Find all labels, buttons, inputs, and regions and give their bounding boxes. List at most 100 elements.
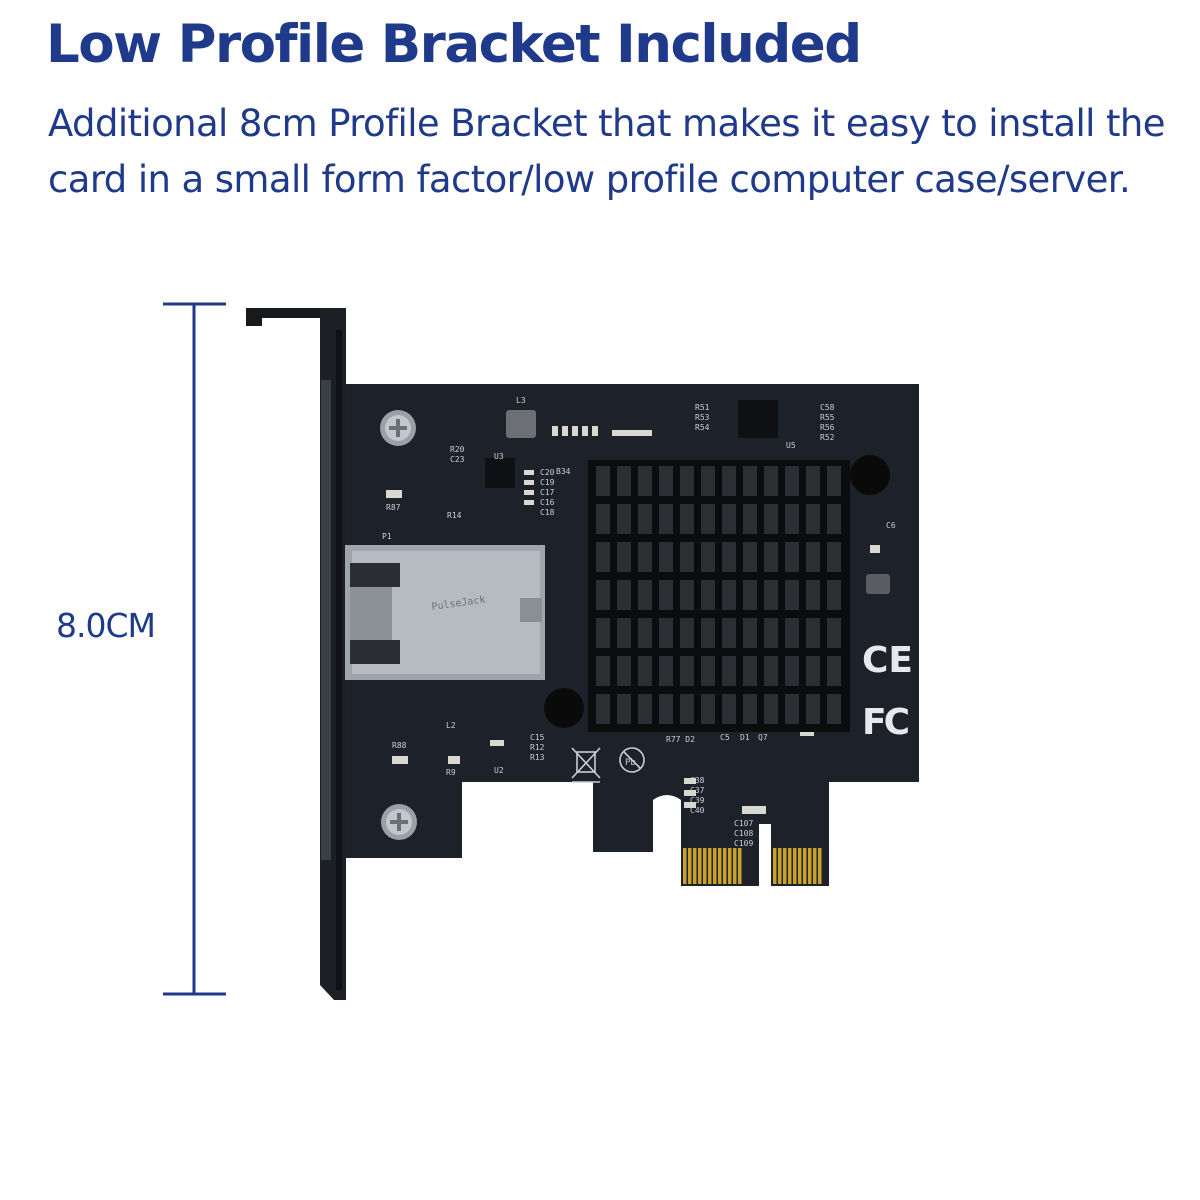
gold-contact-finger	[713, 848, 717, 884]
heatsink-fin	[722, 466, 736, 496]
inductor-component	[866, 574, 890, 594]
gold-contact-finger	[803, 848, 807, 884]
heatsink-fin	[743, 580, 757, 610]
heatsink-fin	[638, 504, 652, 534]
pcie-gold-contacts	[683, 848, 822, 884]
svg-text:Pb: Pb	[625, 758, 636, 768]
heatsink-fin	[827, 466, 841, 496]
heatsink-fin	[596, 542, 610, 572]
heatsink-fin	[617, 580, 631, 610]
height-dimension-label: 8.0CM	[56, 606, 156, 645]
chip-component	[485, 458, 515, 488]
svg-text:C20: C20	[540, 468, 555, 477]
gold-contact-finger	[813, 848, 817, 884]
heatsink-fin	[701, 656, 715, 686]
svg-text:C58: C58	[820, 403, 835, 412]
heatsink-push-pin	[850, 455, 890, 495]
svg-text:U2: U2	[494, 766, 504, 775]
svg-text:C16: C16	[540, 498, 555, 507]
svg-text:R51: R51	[695, 403, 710, 412]
heatsink-fin	[722, 504, 736, 534]
heatsink-fin	[806, 504, 820, 534]
heatsink-fin	[743, 656, 757, 686]
heatsink-fin	[785, 504, 799, 534]
heatsink-fin	[806, 580, 820, 610]
heatsink-fin	[659, 542, 673, 572]
svg-text:L2: L2	[446, 721, 456, 730]
gold-contact-finger	[688, 848, 692, 884]
heatsink-fin	[638, 580, 652, 610]
svg-text:R20: R20	[450, 445, 465, 454]
heatsink-fin	[701, 694, 715, 724]
heatsink-fin	[659, 656, 673, 686]
rj45-ethernet-port: PulseJack	[345, 545, 545, 680]
gold-contact-finger	[723, 848, 727, 884]
gold-contact-finger	[693, 848, 697, 884]
heatsink-fin	[617, 618, 631, 648]
svg-text:P1: P1	[382, 532, 392, 541]
svg-text:B34: B34	[556, 467, 571, 476]
heatsink-fin	[743, 618, 757, 648]
heatsink-fin	[680, 694, 694, 724]
svg-text:C107: C107	[734, 819, 753, 828]
heatsink-fin	[638, 466, 652, 496]
heatsink-fin	[680, 580, 694, 610]
svg-text:R14: R14	[447, 511, 462, 520]
svg-text:C23: C23	[450, 455, 465, 464]
description-text: Additional 8cm Profile Bracket that make…	[48, 102, 1166, 201]
gold-contact-finger	[773, 848, 777, 884]
gold-contact-finger	[738, 848, 742, 884]
heatsink-fin	[638, 542, 652, 572]
height-dimension-line	[163, 302, 226, 996]
svg-text:C19: C19	[540, 478, 555, 487]
heatsink-fin	[806, 694, 820, 724]
heatsink-fin	[596, 580, 610, 610]
heatsink-fin	[680, 542, 694, 572]
svg-text:C108: C108	[734, 829, 753, 838]
gold-contact-finger	[708, 848, 712, 884]
lead-free-icon: Pb	[619, 747, 645, 773]
heatsink-fin	[659, 466, 673, 496]
heatsink-fin	[659, 618, 673, 648]
heatsink-fin	[701, 466, 715, 496]
svg-text:C37: C37	[690, 786, 705, 795]
heatsink-fin	[722, 618, 736, 648]
heatsink-fin	[827, 694, 841, 724]
heatsink-fin	[764, 618, 778, 648]
heatsink-fin	[806, 656, 820, 686]
inductor-component	[506, 410, 536, 438]
heatsink-fin	[764, 694, 778, 724]
svg-text:C5: C5	[720, 733, 730, 742]
heatsink-fin	[680, 504, 694, 534]
gold-contact-finger	[728, 848, 732, 884]
svg-text:R77 D2: R77 D2	[666, 735, 695, 744]
heatsink-fin	[680, 618, 694, 648]
weee-disposal-icon	[571, 747, 601, 783]
gold-contact-finger	[808, 848, 812, 884]
heatsink-fin	[785, 542, 799, 572]
heatsink-fin	[806, 618, 820, 648]
heatsink-fin	[722, 656, 736, 686]
heatsink-fin	[764, 542, 778, 572]
heatsink-fin	[764, 580, 778, 610]
heatsink-fin	[701, 504, 715, 534]
heatsink-fin	[596, 656, 610, 686]
heatsink-fin	[806, 466, 820, 496]
gold-contact-finger	[818, 848, 822, 884]
heatsink-fin	[806, 542, 820, 572]
heatsink-fin	[827, 580, 841, 610]
heatsink-fin	[743, 542, 757, 572]
svg-text:R88: R88	[392, 741, 407, 750]
gold-contact-finger	[683, 848, 687, 884]
svg-text:C15: C15	[530, 733, 545, 742]
gold-contact-finger	[698, 848, 702, 884]
svg-text:U5: U5	[786, 441, 796, 450]
svg-text:R13: R13	[530, 753, 545, 762]
gold-contact-finger	[733, 848, 737, 884]
heatsink-fin	[617, 656, 631, 686]
heatsink-fin	[638, 656, 652, 686]
heatsink-fin	[596, 504, 610, 534]
mounting-screw-icon	[381, 804, 417, 840]
heatsink-fin	[722, 580, 736, 610]
heatsink-fin	[659, 504, 673, 534]
